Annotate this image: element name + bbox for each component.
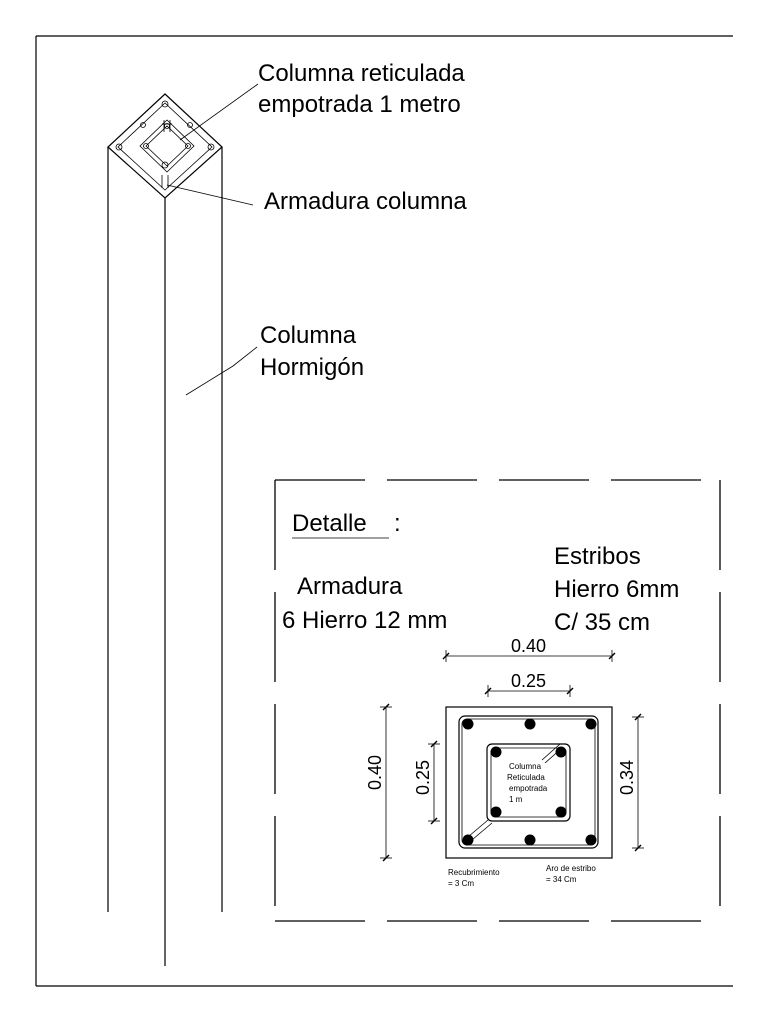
leader-reticulated xyxy=(179,83,259,141)
svg-text:0.25: 0.25 xyxy=(511,671,546,691)
column-top-rebars xyxy=(115,100,215,188)
svg-text:0.34: 0.34 xyxy=(617,760,637,795)
label-concrete-line1: Columna xyxy=(260,322,357,349)
section-inner-column xyxy=(486,743,571,822)
cover-label-line2: = 3 Cm xyxy=(448,879,474,888)
armadura-line1: Armadura xyxy=(297,573,403,600)
detail-box: Detalle : Armadura 6 Hierro 12 mm Estrib… xyxy=(274,479,721,922)
stirrup-label-line1: Aro de estribo xyxy=(546,864,596,873)
reticulated-column-top xyxy=(139,119,195,173)
cover-label-line1: Recubrimiento xyxy=(448,868,500,877)
drawing-frame xyxy=(35,35,733,987)
inner-label-line4: 1 m xyxy=(509,795,523,804)
svg-text:0.40: 0.40 xyxy=(511,636,546,656)
estribos-line3: C/ 35 cm xyxy=(554,609,650,636)
detail-title: Detalle xyxy=(292,510,367,537)
section-rebars xyxy=(462,718,597,846)
estribos-line2: Hierro 6mm xyxy=(554,576,679,603)
dim-inner-width: 0.25 xyxy=(484,671,574,697)
leader-reinforcement xyxy=(166,184,254,206)
label-reticulated-line2: empotrada 1 metro xyxy=(258,91,461,118)
estribos-line1: Estribos xyxy=(554,543,641,570)
column-top-cover xyxy=(117,102,213,191)
dim-inner-height: 0.25 xyxy=(413,740,440,825)
dim-outer-height: 0.40 xyxy=(365,703,392,862)
svg-text:0.40: 0.40 xyxy=(365,755,385,790)
detail-title-colon: : xyxy=(394,510,401,537)
label-reticulated-line1: Columna reticulada xyxy=(258,60,465,87)
leader-concrete xyxy=(185,346,258,396)
section-stirrup xyxy=(458,715,599,849)
inner-label-line1: Columna xyxy=(509,762,542,771)
inner-label-line2: Reticulada xyxy=(507,773,545,782)
dim-outer-width: 0.40 xyxy=(442,636,616,662)
section-outer xyxy=(445,706,613,859)
column-isometric-view: Columna reticulada empotrada 1 metro Arm… xyxy=(107,60,467,966)
inner-label-line3: empotrada xyxy=(509,784,548,793)
column-top-outer xyxy=(107,93,223,199)
stirrup-label-line2: = 34 Cm xyxy=(546,875,577,884)
svg-text:0.25: 0.25 xyxy=(413,760,433,795)
armadura-line2: 6 Hierro 12 mm xyxy=(282,607,447,634)
label-reinforcement: Armadura columna xyxy=(264,188,467,215)
label-concrete-line2: Hormigón xyxy=(260,354,364,381)
dim-stirrup: 0.34 xyxy=(617,713,644,852)
